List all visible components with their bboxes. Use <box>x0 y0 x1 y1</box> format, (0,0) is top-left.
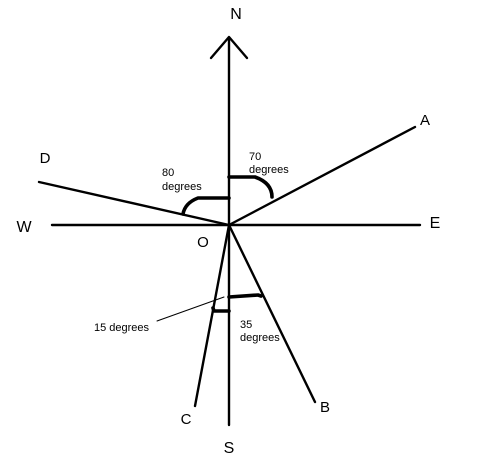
ray-ob <box>227 223 317 404</box>
angle-arc-north-d <box>181 196 231 216</box>
angle-label-70-unit: degrees <box>249 164 289 176</box>
angle-label-35-unit: degrees <box>240 332 280 344</box>
angle-label-15: 15 degrees <box>94 322 150 334</box>
angle-arc-north-a <box>227 175 274 199</box>
label-east: E <box>430 215 441 232</box>
leader-line-15-degrees <box>156 296 225 322</box>
label-point-c: C <box>181 411 192 428</box>
label-point-a: A <box>420 112 430 129</box>
angle-arc-south-c <box>211 306 231 313</box>
ray-oc <box>193 223 231 408</box>
angle-label-35-value: 35 <box>240 319 252 331</box>
ray-oa <box>227 125 417 227</box>
label-point-d: D <box>40 150 51 167</box>
label-north: N <box>230 6 242 23</box>
angle-arc-south-b <box>227 293 263 299</box>
angle-label-80-value: 80 <box>162 167 174 179</box>
angle-label-80-unit: degrees <box>162 181 202 193</box>
label-point-b: B <box>320 399 330 416</box>
label-west: W <box>16 219 32 236</box>
label-south: S <box>224 440 235 457</box>
label-origin: O <box>197 234 209 251</box>
angle-label-70-value: 70 <box>249 151 261 163</box>
ray-od <box>37 180 231 227</box>
north-arrowhead <box>209 35 249 60</box>
